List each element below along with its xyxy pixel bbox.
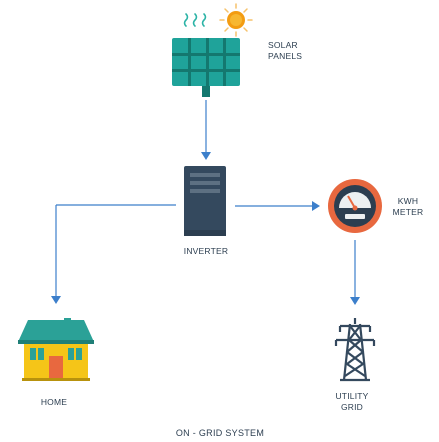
power-tower-icon	[334, 318, 376, 382]
solar-panels-label: SOLAR PANELS	[268, 40, 303, 61]
kwh-meter-label: KWH METER	[392, 196, 424, 217]
inverter-label: INVERTER	[183, 246, 229, 256]
heat-wave-icon	[183, 13, 207, 27]
inverter-icon	[184, 166, 226, 236]
house-icon	[18, 318, 94, 381]
utility-grid-label: UTILITY GRID	[335, 391, 369, 412]
kwh-meter-icon	[328, 179, 382, 233]
home-label: HOME	[40, 397, 68, 407]
diagram-caption: ON - GRID SYSTEM	[175, 428, 265, 438]
sun-icon	[219, 3, 253, 37]
connector-lines	[55, 100, 356, 297]
connector-arrowheads	[51, 152, 360, 305]
solar-panel-icon	[172, 38, 240, 97]
